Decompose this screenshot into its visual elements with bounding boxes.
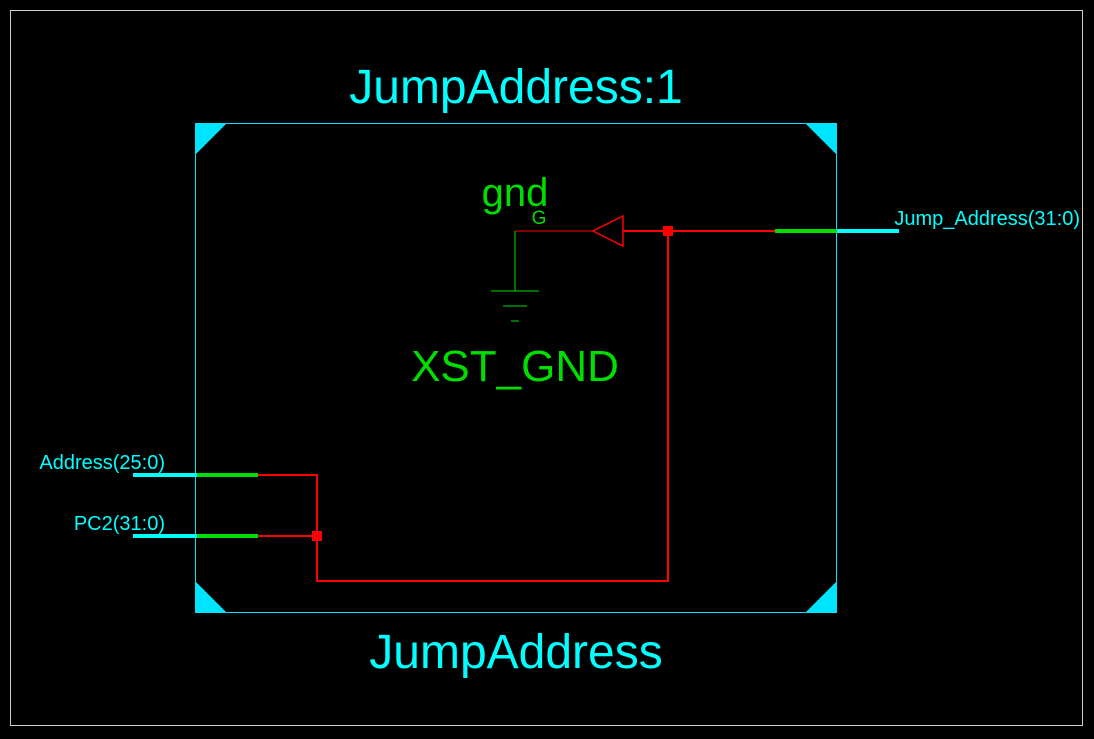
port-jump-address-label: Jump_Address(31:0) [894, 208, 1080, 230]
gnd-pin-label: G [532, 208, 547, 229]
junction-output[interactable] [663, 226, 673, 236]
internal-wires [258, 226, 775, 582]
block-corner-top-left [195, 123, 227, 155]
buffer-triangle-icon [591, 214, 624, 248]
port-pc2[interactable]: PC2(31:0) [74, 513, 258, 538]
block-corner-bottom-right [805, 581, 837, 613]
block-instance-label: JumpAddress:1 [349, 61, 683, 114]
port-address-label: Address(25:0) [39, 452, 165, 474]
gnd-cell[interactable]: gnd G XST_GND [411, 171, 624, 391]
junction-pc2[interactable] [312, 531, 322, 541]
gnd-instance-label: gnd [482, 171, 549, 215]
block-outline [195, 123, 837, 613]
port-pc2-label: PC2(31:0) [74, 513, 165, 535]
wire-address-net [258, 231, 669, 582]
gnd-cell-type-label: XST_GND [411, 342, 619, 391]
block-corner-bottom-left [195, 581, 227, 613]
page-border [10, 10, 1083, 726]
port-address[interactable]: Address(25:0) [39, 452, 258, 477]
block-type-label: JumpAddress [369, 626, 662, 679]
block-jumpaddress[interactable] [195, 123, 837, 613]
block-corner-top-right [805, 123, 837, 155]
port-jump-address[interactable]: Jump_Address(31:0) [775, 208, 1080, 233]
